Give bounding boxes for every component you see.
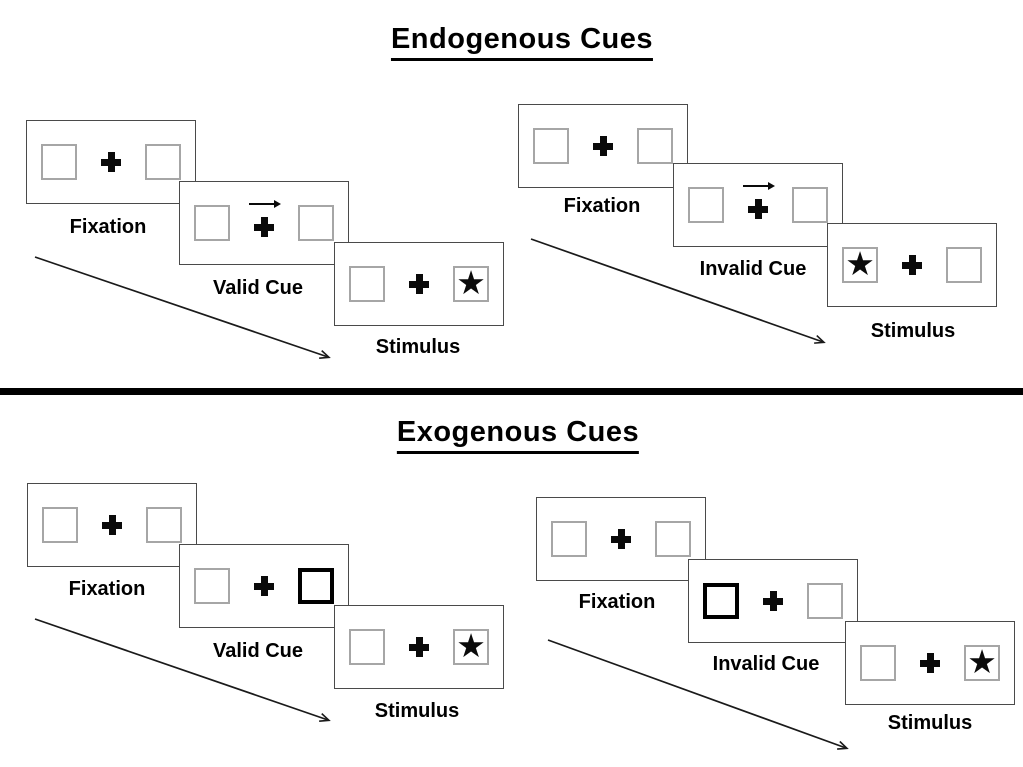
left-box: ★: [842, 247, 878, 283]
timeline-arrow-endogenous-invalid: [530, 238, 826, 344]
panel-label: Valid Cue: [212, 640, 304, 662]
right-box: ★: [453, 266, 489, 302]
left-box: [349, 629, 385, 665]
cue-arrow-icon: [249, 199, 281, 208]
panel-label: Stimulus: [870, 320, 956, 342]
panel-endogenous-valid-fixation: [26, 120, 196, 204]
star-icon: ★: [456, 626, 486, 665]
left-box: [42, 507, 78, 543]
right-box: [146, 507, 182, 543]
fixation-cross-icon: [101, 152, 121, 172]
panel-endogenous-invalid-cue: [673, 163, 843, 247]
fixation-cross-icon: [254, 576, 274, 596]
panel-label: Stimulus: [374, 700, 460, 722]
left-box-bold-cue: [703, 583, 739, 619]
left-box: [533, 128, 569, 164]
right-box-bold-cue: [298, 568, 334, 604]
panel-exogenous-invalid-fixation: [536, 497, 706, 581]
cue-arrow-icon: [743, 181, 775, 190]
fixation-cross-icon: [920, 653, 940, 673]
left-box: [688, 187, 724, 223]
timeline-arrow-exogenous-valid: [34, 618, 331, 722]
panel-label: Stimulus: [887, 712, 973, 734]
panel-label: Valid Cue: [212, 277, 304, 299]
right-box: [792, 187, 828, 223]
star-icon: ★: [845, 244, 875, 283]
panel-label: Fixation: [68, 578, 146, 600]
right-box: ★: [453, 629, 489, 665]
timeline-arrow-endogenous-valid: [34, 256, 331, 359]
panel-label: Invalid Cue: [699, 258, 807, 280]
fixation-cross-icon: [763, 591, 783, 611]
fixation-cross-icon: [409, 637, 429, 657]
star-icon: ★: [967, 642, 997, 681]
panel-label: Fixation: [563, 195, 641, 217]
left-box: [551, 521, 587, 557]
left-box: [194, 568, 230, 604]
left-box: [194, 205, 230, 241]
star-icon: ★: [456, 263, 486, 302]
right-box: [655, 521, 691, 557]
fixation-cross-icon: [254, 217, 274, 237]
fixation-cross-icon: [611, 529, 631, 549]
fixation-cross-icon: [902, 255, 922, 275]
panel-label: Stimulus: [375, 336, 461, 358]
panel-exogenous-valid-stimulus: ★: [334, 605, 504, 689]
left-box: [860, 645, 896, 681]
panel-exogenous-invalid-stimulus: ★: [845, 621, 1015, 705]
panel-endogenous-valid-stimulus: ★: [334, 242, 504, 326]
right-box: [946, 247, 982, 283]
fixation-cross-icon: [409, 274, 429, 294]
right-box: [298, 205, 334, 241]
panel-exogenous-valid-cue: [179, 544, 349, 628]
panel-exogenous-invalid-cue: [688, 559, 858, 643]
left-box: [349, 266, 385, 302]
right-box: [637, 128, 673, 164]
right-box: [145, 144, 181, 180]
section-title-exogenous: Exogenous Cues: [396, 416, 640, 454]
fixation-cross-icon: [748, 199, 768, 219]
panel-endogenous-invalid-fixation: [518, 104, 688, 188]
section-divider: [0, 388, 1023, 395]
panel-endogenous-valid-cue: [179, 181, 349, 265]
panel-exogenous-valid-fixation: [27, 483, 197, 567]
panel-endogenous-invalid-stimulus: ★: [827, 223, 997, 307]
right-box: ★: [964, 645, 1000, 681]
fixation-cross-icon: [593, 136, 613, 156]
fixation-cross-icon: [102, 515, 122, 535]
right-box: [807, 583, 843, 619]
left-box: [41, 144, 77, 180]
panel-label: Fixation: [69, 216, 147, 238]
section-title-endogenous: Endogenous Cues: [390, 23, 654, 61]
panel-label: Fixation: [578, 591, 656, 613]
panel-label: Invalid Cue: [712, 653, 820, 675]
